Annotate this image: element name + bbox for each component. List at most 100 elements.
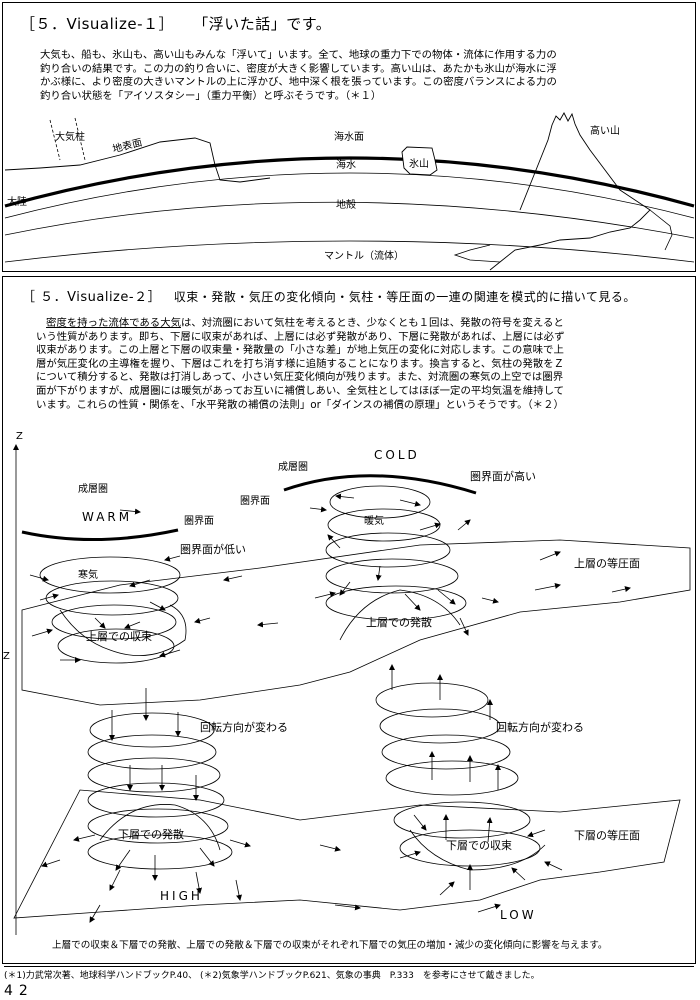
- label-low: LOW: [500, 908, 537, 922]
- flow-arrow: [41, 859, 61, 868]
- flow-arrow: [375, 565, 382, 581]
- paragraph-line: 面が下がりますが、成層圏には暖気があってお互いに補償しあい、全気柱としてはほぼ一…: [36, 384, 565, 397]
- isostasy-panel: [2, 2, 696, 272]
- label-seawater: 海水: [336, 160, 356, 171]
- flow-arrow: [437, 589, 456, 605]
- label-cold-air: 寒気: [78, 570, 98, 581]
- upper-plane-dip-left: [59, 604, 187, 656]
- paragraph-line: 密度を持った流体である大気は、対流圏において気柱を考えるとき、少なくとも１回は、…: [36, 317, 564, 331]
- flow-arrow: [159, 649, 181, 658]
- section2-title-code: ［ ５．Visualize-２］: [22, 290, 162, 305]
- flow-arrow: [399, 850, 421, 859]
- label-upper-convergence: 上層での収束: [86, 630, 152, 643]
- flow-arrow: [527, 829, 546, 838]
- label-atmosphere-column: 大気柱: [55, 132, 85, 143]
- crust-upper-curve: [4, 172, 695, 219]
- label-lower-divergence: 下層での発散: [118, 828, 184, 841]
- flow-arrow: [124, 621, 141, 629]
- flow-arrow: [339, 581, 351, 596]
- flow-arrow: [399, 499, 421, 507]
- flow-arrow: [109, 869, 121, 891]
- paragraph-line-rest: は、対流圏において気柱を考えるとき、少なくとも１回は、発散の符号を変えると: [180, 317, 564, 329]
- flow-arrow: [544, 861, 563, 871]
- flow-arrow: [327, 534, 341, 549]
- label-upper-isobaric: 上層の等圧面: [574, 557, 640, 570]
- mountain-root: [649, 209, 673, 251]
- flow-arrow: [89, 904, 101, 923]
- footnote: (＊1)力武常次著、地球科学ハンドブックP.40、 (＊2)気象学ハンドブックP…: [4, 971, 540, 981]
- lower-isobaric-plane: [13, 789, 681, 919]
- flow-arrow: [334, 904, 361, 911]
- flow-arrow: [486, 817, 493, 843]
- paragraph-line: かぶ様に、より密度の大きいマントルの上に浮かび、地中深く根を張っています。この密…: [40, 76, 557, 89]
- lower-plane-bump-left: [99, 804, 221, 851]
- section1-title: ［５．Visualize-１］ 「浮いた話」です。: [20, 13, 331, 34]
- convergence-panel: [2, 276, 696, 964]
- paragraph-line: います。これらの性質・関係を、「水平発散の補償の法則」or「ダインスの補償の原理…: [36, 398, 564, 411]
- paragraph-line: 釣り合い状態を「アイソスタシー」（重力平衡）と呼ぶそうです。（＊１）: [40, 89, 382, 102]
- atmosphere-column-line: [74, 117, 86, 161]
- label-tropopause-right: 圏界面: [240, 496, 270, 507]
- section2-title: ［ ５．Visualize-２］ 収束・発散・気圧の変化傾向・気柱・等圧面の一連…: [22, 286, 636, 305]
- flow-arrow: [164, 555, 181, 562]
- label-lower-convergence: 下層での収束: [446, 839, 512, 852]
- section1-paragraph: 大気も、船も、氷山も、高い山もみんな「浮いて」います。全て、地球の重力下での物体…: [40, 49, 557, 103]
- flow-arrow: [235, 879, 242, 901]
- label-warm-air: 暖気: [364, 516, 384, 527]
- upper-plane-bump-right: [339, 589, 461, 641]
- flow-arrow: [534, 583, 561, 591]
- label-z-axis-mid: Z: [3, 651, 10, 662]
- label-tropopause-high: 圏界面が高い: [470, 470, 536, 483]
- label-iceberg: 氷山: [409, 159, 429, 170]
- flow-arrow: [335, 493, 355, 500]
- mountain-root: [453, 244, 501, 263]
- page-number: 42: [4, 983, 34, 999]
- flow-arrow: [29, 574, 49, 582]
- mantle-curve: [4, 240, 695, 263]
- right-upper-spiral: [325, 485, 467, 621]
- label-stratosphere-left: 成層圏: [78, 484, 108, 495]
- label-rotation-right: 回転方向が変わる: [496, 721, 584, 734]
- flow-arrow: [611, 586, 631, 593]
- label-high-mountain: 高い山: [590, 126, 620, 137]
- flow-arrow: [194, 617, 211, 624]
- flow-arrow: [195, 871, 203, 894]
- label-tropopause-left: 圏界面: [184, 516, 214, 527]
- flow-arrow: [459, 617, 469, 636]
- flow-arrow: [149, 601, 166, 611]
- section1-title-bracket-open: ［: [20, 15, 36, 33]
- section1-title-code: ５．Visualize-１: [35, 15, 159, 33]
- flow-arrow: [439, 881, 455, 896]
- paragraph-line: いう性質があります。即ち、下層に収束があれば、上層には必ず発散があり、下層に発散…: [36, 330, 565, 343]
- flow-arrow: [539, 551, 561, 561]
- tropopause-left-line: [21, 528, 179, 542]
- paragraph-underlined-phrase: 密度を持った流体である大気: [46, 317, 181, 329]
- flow-arrow: [223, 575, 243, 582]
- flow-arrow: [39, 593, 59, 601]
- label-upper-divergence: 上層での発散: [366, 616, 432, 629]
- atmosphere-column-line: [49, 119, 61, 161]
- tropopause-right-line: [283, 474, 477, 495]
- label-high: HIGH: [160, 889, 203, 903]
- section1-title-bracket-close: ］: [158, 15, 174, 33]
- flow-arrow: [404, 593, 421, 611]
- flow-arrow: [115, 849, 131, 871]
- crust-lower-curve: [4, 201, 695, 239]
- section2-title-text: 収束・発散・気圧の変化傾向・気柱・等圧面の一連の関連を模式的に描いて見る。: [173, 290, 636, 304]
- flow-arrow: [199, 847, 215, 867]
- paragraph-line: について積分すると、発散は打消しあって、小さい気圧変化傾向が残ります。また、対流…: [36, 371, 564, 384]
- continent-profile: [4, 137, 271, 183]
- flow-arrow: [73, 834, 96, 842]
- label-continent: 大陸: [7, 197, 27, 208]
- label-tropopause-low: 圏界面が低い: [180, 543, 246, 556]
- flow-arrow: [314, 591, 336, 599]
- section2-paragraph: 密度を持った流体である大気は、対流圏において気柱を考えるとき、少なくとも１回は、…: [36, 317, 564, 412]
- iceberg-shape: [401, 146, 438, 176]
- flow-arrow: [229, 839, 251, 848]
- label-warm: WARM: [82, 510, 133, 524]
- flow-arrow: [481, 597, 499, 604]
- section2-caption: 上層での収束＆下層での発散、上層での発散＆下層での収束がそれぞれ下層での気圧の増…: [52, 940, 608, 951]
- flow-arrow: [119, 508, 141, 515]
- flow-arrow: [129, 579, 151, 588]
- upper-isobaric-plane: [21, 539, 691, 706]
